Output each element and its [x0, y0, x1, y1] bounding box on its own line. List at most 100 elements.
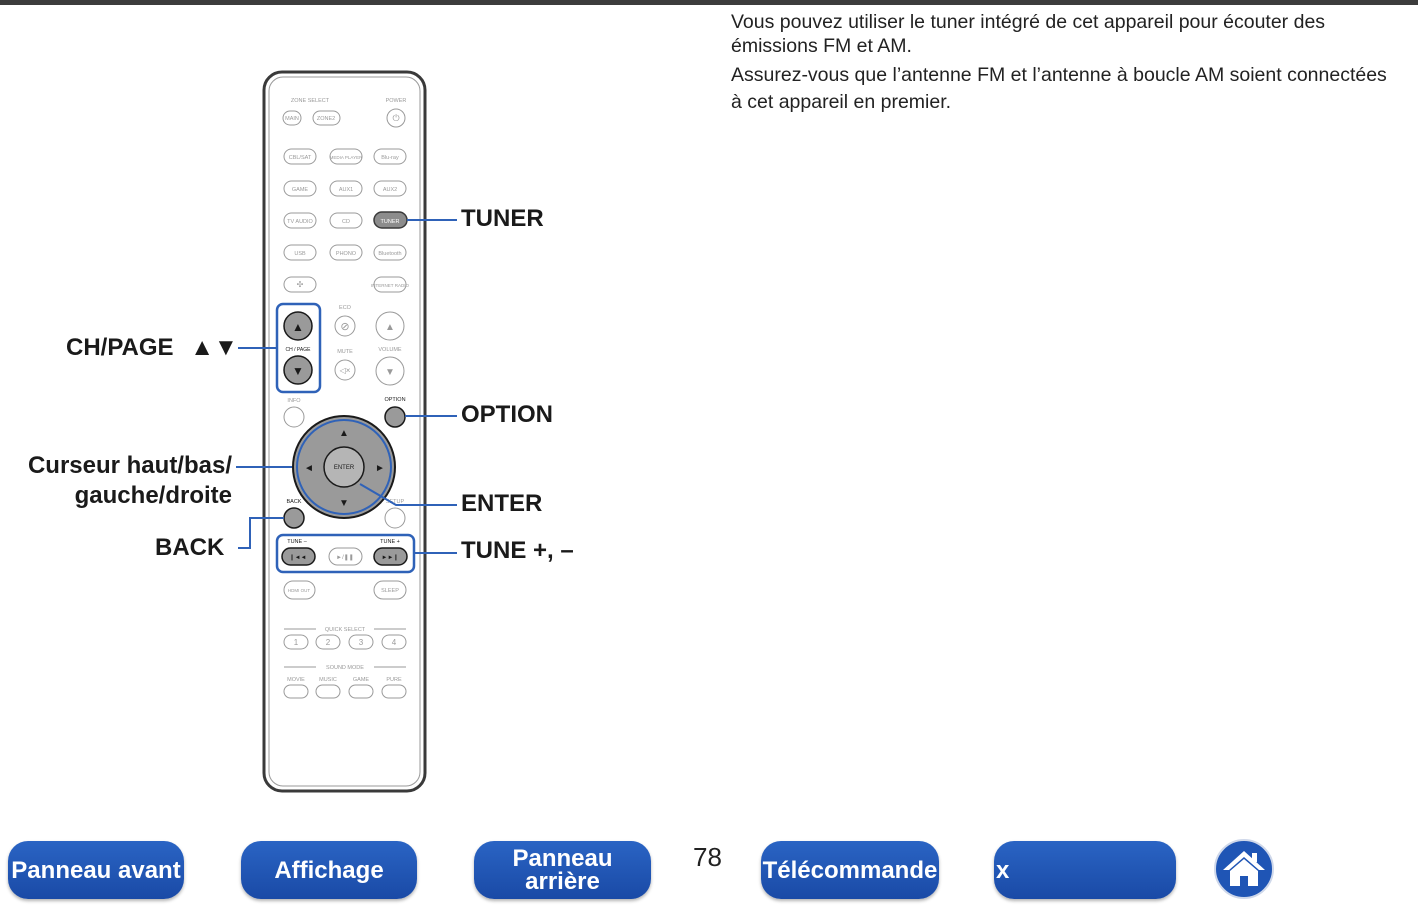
quick-select-3: 3	[359, 638, 364, 647]
quick-select-2: 2	[326, 638, 331, 647]
callout-option: OPTION	[461, 401, 554, 428]
volume-label: VOLUME	[378, 347, 402, 353]
remote-illustration: ZONE SELECT POWER MAIN ZONE2 ⏻ CBL/SAT M…	[236, 70, 457, 793]
game-mode-label: GAME	[353, 677, 370, 683]
tune-plus-button	[373, 547, 408, 566]
callout-cursor-line-1: Curseur haut/bas/	[27, 452, 232, 479]
cbl-sat-button: CBL/SAT	[289, 155, 312, 161]
nav-rear-panel-button[interactable]: Panneau arrière	[474, 841, 651, 899]
game-button: GAME	[292, 187, 309, 193]
internet-radio-button: INTERNET RADIO	[371, 283, 409, 288]
info-label: INFO	[287, 398, 301, 404]
callout-tune: TUNE +, –	[461, 537, 574, 564]
game-mode-button	[348, 684, 374, 699]
back-button	[283, 507, 305, 529]
hdmi-out-button: HDMI OUT	[288, 588, 310, 593]
pure-label: PURE	[386, 677, 402, 683]
cursor-down-button: ▼	[339, 498, 349, 509]
volume-down-button	[375, 356, 405, 386]
setup-button	[384, 507, 406, 529]
svg-text:⏻: ⏻	[392, 113, 399, 123]
usb-button: USB	[294, 251, 306, 257]
media-player-button: MEDIA PLAYER	[330, 155, 363, 160]
nav-rear-panel-label-2: arrière	[525, 868, 600, 895]
ch-page-up-button	[283, 311, 313, 341]
remote-diagram: ZONE SELECT POWER MAIN ZONE2 ⏻ CBL/SAT M…	[0, 0, 700, 830]
nav-front-panel-button[interactable]: Panneau avant	[8, 841, 184, 899]
callout-ch-page-text: CH/PAGE	[66, 334, 174, 361]
play-pause-button	[328, 547, 363, 566]
enter-button	[323, 446, 365, 488]
info-button	[283, 406, 305, 428]
callout-lines	[236, 219, 457, 554]
aux1-button: AUX1	[339, 187, 353, 193]
phono-button: PHONO	[336, 251, 357, 257]
power-label: POWER	[386, 98, 407, 104]
sleep-button: SLEEP	[381, 588, 399, 594]
svg-text:▼: ▼	[385, 367, 395, 378]
cd-button: CD	[342, 219, 350, 225]
eco-button	[334, 315, 356, 337]
intro-line-1: Vous pouvez utiliser le tuner intégré de…	[731, 11, 1326, 57]
svg-text:▲: ▲	[385, 322, 395, 333]
page-number: 78	[693, 842, 722, 872]
cursor-up-button: ▲	[339, 428, 349, 439]
top-rule	[0, 0, 1418, 5]
zone2-button: ZONE2	[317, 116, 335, 122]
zone-select-label: ZONE SELECT	[291, 98, 330, 104]
cursor-right-button: ►	[375, 463, 385, 474]
home-button[interactable]	[1213, 838, 1275, 900]
heos-button	[283, 276, 317, 293]
mute-label: MUTE	[337, 349, 353, 355]
setup-label: SETUP	[386, 499, 405, 505]
aux2-button: AUX2	[383, 187, 397, 193]
movie-label: MOVIE	[287, 677, 305, 683]
sound-mode-label: SOUND MODE	[326, 665, 364, 671]
option-button	[384, 406, 406, 428]
svg-text:►/❚❚: ►/❚❚	[336, 554, 354, 561]
bluetooth-button: Bluetooth	[378, 251, 401, 257]
quick-select-label: QUICK SELECT	[325, 627, 366, 633]
callout-cursor: Curseur haut/bas/ gauche/droite	[0, 451, 232, 511]
callout-cursor-line-2: gauche/droite	[74, 482, 232, 509]
volume-up-button	[375, 311, 405, 341]
quick-select-1: 1	[294, 638, 299, 647]
svg-text:ENTER: ENTER	[334, 465, 355, 471]
tune-plus-label: TUNE +	[380, 539, 400, 545]
quick-select-4: 4	[392, 638, 397, 647]
ch-page-down-button	[283, 355, 313, 385]
intro-text: Vous pouvez utiliser le tuner intégré de…	[731, 10, 1401, 116]
svg-text:▲: ▲	[292, 320, 304, 334]
callout-ch-page: CH/PAGE ▲▼	[66, 334, 238, 362]
svg-text:✣: ✣	[297, 280, 304, 289]
music-button	[315, 684, 341, 699]
back-label: BACK	[287, 499, 302, 505]
svg-text:▼: ▼	[292, 364, 304, 378]
callout-enter: ENTER	[461, 490, 543, 517]
nav-front-panel-label: Panneau avant	[11, 856, 181, 884]
svg-text:⊘: ⊘	[340, 321, 349, 333]
nav-display-label: Affichage	[274, 856, 384, 884]
intro-line-2: Assurez-vous que l’antenne FM et l’anten…	[731, 64, 1387, 113]
mute-button	[334, 359, 356, 381]
home-icon	[1214, 839, 1274, 899]
nav-index-button[interactable]: x	[994, 841, 1176, 899]
svg-text:►►❙: ►►❙	[382, 554, 399, 561]
callout-ch-page-arrows: ▲▼	[190, 334, 238, 361]
bluray-button: Blu-ray	[381, 155, 399, 161]
nav-remote-button[interactable]: Télécommande	[761, 841, 939, 899]
nav-index-label: x	[996, 856, 1010, 884]
cursor-left-button: ◄	[304, 463, 314, 474]
movie-button	[283, 684, 309, 699]
callout-tuner: TUNER	[461, 205, 544, 232]
svg-text:TUNER: TUNER	[381, 219, 400, 225]
pure-button	[381, 684, 407, 699]
nav-display-button[interactable]: Affichage	[241, 841, 417, 899]
option-label: OPTION	[384, 397, 405, 403]
power-button	[386, 108, 406, 128]
tune-minus-label: TUNE –	[287, 539, 308, 545]
main-button: MAIN	[285, 116, 299, 122]
nav-rear-panel-label-1: Panneau	[512, 845, 613, 872]
tv-audio-button: TV AUDIO	[287, 219, 313, 225]
svg-text:❙◄◄: ❙◄◄	[290, 554, 307, 561]
